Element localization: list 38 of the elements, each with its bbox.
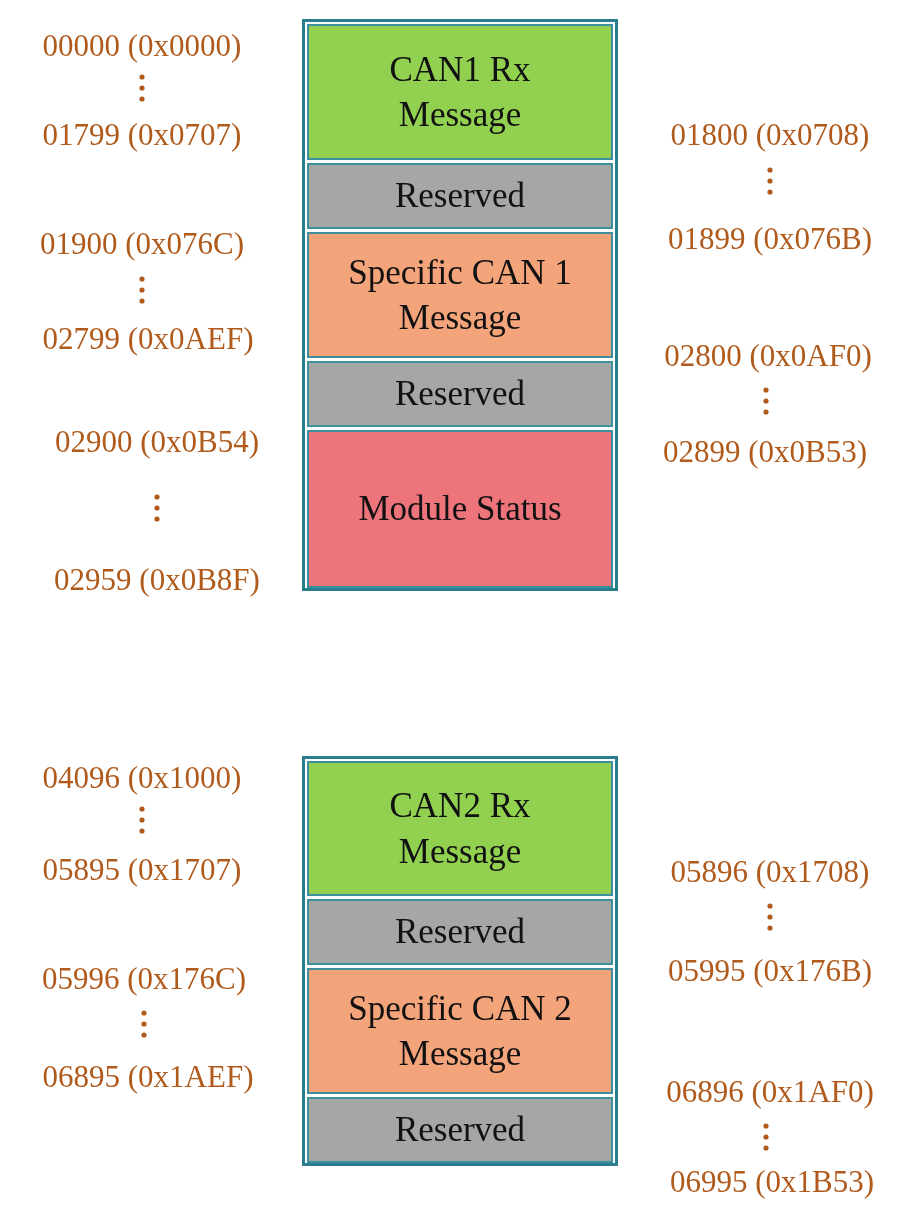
address-label: 06896 (0x1AF0): [666, 1075, 874, 1107]
address-label: 00000 (0x0000): [42, 29, 242, 61]
memory-block: [307, 968, 613, 1094]
memory-block: [307, 163, 613, 229]
block-label: Module Status: [358, 488, 562, 531]
address-label: 04096 (0x1000): [42, 761, 242, 793]
address-label: 01799 (0x0707): [42, 118, 242, 150]
block-label: Reserved: [394, 1109, 526, 1152]
memory-block: [307, 899, 613, 965]
memory-block: [307, 761, 613, 896]
block-label: CAN2 Rx Message: [388, 785, 532, 873]
address-label: 02959 (0x0B8F): [54, 563, 260, 595]
memory-block: [307, 430, 613, 588]
address-label: 05895 (0x1707): [42, 853, 242, 885]
address-label: 06895 (0x1AEF): [42, 1060, 254, 1092]
block-label: Reserved: [394, 175, 526, 218]
address-label: 05996 (0x176C): [41, 962, 247, 994]
address-label: 05995 (0x176B): [667, 954, 873, 986]
memory-block: [307, 1097, 613, 1163]
address-label: 01800 (0x0708): [670, 118, 870, 150]
block-label: Specific CAN 2 Message: [347, 987, 573, 1075]
memory-block: [307, 361, 613, 427]
address-label: 02900 (0x0B54): [54, 425, 260, 457]
block-label: Specific CAN 1 Message: [347, 251, 573, 339]
block-label: Reserved: [394, 911, 526, 954]
address-label: 01900 (0x076C): [39, 227, 245, 259]
memory-block: [307, 24, 613, 160]
address-label: 02899 (0x0B53): [662, 435, 868, 467]
address-label: 02799 (0x0AEF): [42, 322, 254, 354]
block-label: CAN1 Rx Message: [388, 48, 532, 136]
memory-block: [307, 232, 613, 358]
block-label: Reserved: [394, 373, 526, 416]
address-label: 02800 (0x0AF0): [664, 339, 872, 371]
address-label: 01899 (0x076B): [667, 222, 873, 254]
address-label: 05896 (0x1708): [670, 855, 870, 887]
memory-map-frame: [302, 756, 618, 1166]
memory-map-frame: [302, 19, 618, 591]
address-label: 06995 (0x1B53): [669, 1165, 875, 1197]
